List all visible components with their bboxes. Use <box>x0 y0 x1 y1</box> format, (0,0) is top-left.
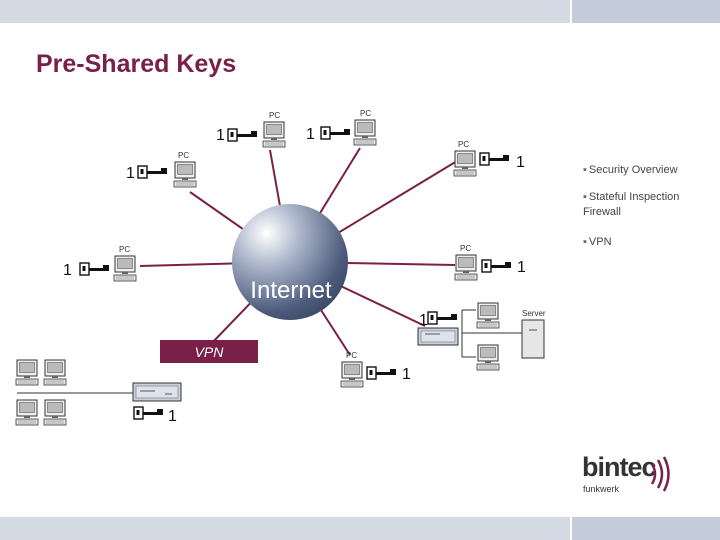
server-label: Server <box>522 309 546 318</box>
key-label: 1 <box>168 408 177 425</box>
key-icon <box>227 128 258 142</box>
key-label: 1 <box>306 126 315 143</box>
pc-node-upper-left: PC <box>173 151 197 188</box>
key-icon <box>427 311 458 325</box>
pc-node-bottom: PC <box>340 351 364 388</box>
key-icon <box>481 259 512 273</box>
signal-waves-icon <box>650 456 670 492</box>
key-icon <box>137 165 168 179</box>
key-icon <box>320 126 351 140</box>
router-site <box>417 327 459 346</box>
pc-node-right: PC <box>454 244 478 281</box>
pc-node-upper-right: PC <box>453 140 477 177</box>
key-label: 1 <box>216 127 225 144</box>
pc-node-top-left: PC <box>262 111 286 148</box>
footer-bar <box>0 517 570 540</box>
pc-node-top-center: PC <box>353 109 377 146</box>
pc-node-lan-2 <box>43 359 67 386</box>
bullet-stateful-inspection-firewall: Stateful Inspection Firewall <box>583 190 679 220</box>
key-label: 1 <box>402 366 411 383</box>
key-icon <box>479 152 510 166</box>
pc-node-lan-4 <box>43 399 67 426</box>
brand-name: bintec <box>582 452 657 482</box>
pc-label: PC <box>269 111 280 120</box>
pc-label: PC <box>458 140 469 149</box>
router-vpn <box>132 382 182 402</box>
header-bar <box>0 0 570 23</box>
key-label: 1 <box>516 154 525 171</box>
vpn-box <box>160 340 258 363</box>
vpn-label: VPN <box>195 344 225 360</box>
server-icon <box>521 319 545 359</box>
key-label: 1 <box>63 262 72 279</box>
brand-logo: bintec funkwerk <box>580 452 680 502</box>
pc-label: PC <box>346 351 357 360</box>
bullet-vpn: VPN <box>583 235 612 250</box>
pc-label: PC <box>178 151 189 160</box>
pc-node-lan-3 <box>15 399 39 426</box>
pc-label: PC <box>460 244 471 253</box>
internet-globe <box>232 204 348 320</box>
slide-title: Pre-Shared Keys <box>36 50 237 78</box>
key-label: 1 <box>419 312 428 329</box>
key-label: 1 <box>126 165 135 182</box>
key-icon <box>133 406 164 420</box>
pc-label: PC <box>360 109 371 118</box>
brand-sub: funkwerk <box>583 484 620 494</box>
header-bar-accent <box>572 0 720 23</box>
pc-label: PC <box>119 245 130 254</box>
pc-node-lan-1 <box>15 359 39 386</box>
footer-bar-accent <box>572 517 720 540</box>
key-icon <box>79 262 110 276</box>
key-icon <box>366 366 397 380</box>
bullet-security-overview: Security Overview <box>583 163 678 178</box>
pc-node-site-top <box>476 302 500 329</box>
pc-node-left: PC <box>113 245 137 282</box>
lan-links <box>17 309 522 394</box>
pc-node-site-bottom <box>476 344 500 371</box>
hub-label: Internet <box>250 277 332 304</box>
key-label: 1 <box>517 259 526 276</box>
